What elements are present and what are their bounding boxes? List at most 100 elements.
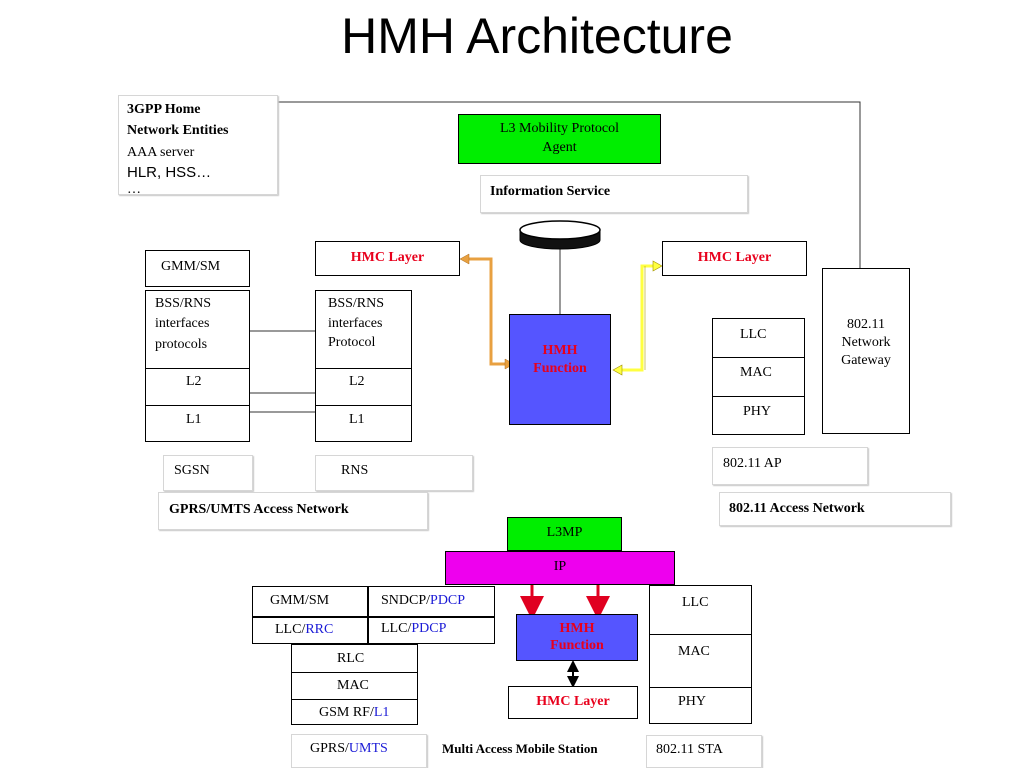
ms-phy-label: PHY bbox=[678, 694, 707, 709]
ms-llc-pdcp-prefix: LLC/ bbox=[381, 621, 412, 636]
gprs-bss-line1: BSS/RNS bbox=[155, 296, 212, 311]
ms-wlan-divider-2 bbox=[650, 687, 751, 688]
ms-gsm-rf-label: GSM RF/L1 bbox=[319, 705, 389, 721]
gateway-line3: Gateway bbox=[841, 353, 891, 368]
ms-sndcp-label: SNDCP/PDCP bbox=[381, 593, 465, 609]
home-network-box: 3GPP Home Network Entities AAA server HL… bbox=[118, 95, 278, 197]
hmh-function-line1: HMH bbox=[542, 343, 578, 358]
orange-arrowhead-left bbox=[459, 253, 470, 265]
ms-gprs-umts-label: GPRS/UMTS bbox=[310, 741, 388, 757]
ms-hmh-line2: Function bbox=[550, 638, 604, 653]
information-service-label: Information Service bbox=[490, 184, 611, 199]
rns-bss-line1: BSS/RNS bbox=[328, 296, 385, 311]
ms-wlan-mac-label: MAC bbox=[678, 644, 710, 659]
ms-llc-rrc-accent: RRC bbox=[305, 622, 334, 637]
ms-ip-label: IP bbox=[553, 559, 567, 574]
ms-llc-rrc-label: LLC/RRC bbox=[275, 622, 333, 638]
gprs-divider-2 bbox=[146, 405, 249, 406]
ms-llc-pdcp-accent: PDCP bbox=[411, 621, 447, 636]
gprs-access-network-label: GPRS/UMTS Access Network bbox=[169, 502, 349, 517]
rns-bss-line2: interfaces bbox=[328, 316, 383, 331]
gprs-l1-label: L1 bbox=[186, 412, 202, 427]
ms-gmm-label: GMM/SM bbox=[270, 593, 330, 608]
gprs-divider-1 bbox=[146, 368, 249, 369]
gateway-line2: Network bbox=[841, 335, 891, 350]
ms-sndcp-accent: PDCP bbox=[430, 593, 466, 608]
ms-sta-label: 802.11 STA bbox=[656, 742, 723, 757]
database-icon bbox=[519, 220, 601, 250]
ms-hmh-function-box: HMH Function bbox=[516, 614, 638, 661]
hmc-layer-left-box: HMC Layer bbox=[315, 241, 460, 276]
ms-gsm-rf-prefix: GSM RF/ bbox=[319, 705, 374, 720]
gprs-gmm-label: GMM/SM bbox=[161, 259, 221, 274]
rns-l1-label: L1 bbox=[349, 412, 365, 427]
ms-hmc-layer-label: HMC Layer bbox=[536, 694, 610, 709]
wlan-stack-box: LLC MAC PHY bbox=[712, 318, 805, 435]
ms-gsm-divider-2 bbox=[292, 699, 417, 700]
home-network-line4: HLR, HSS… bbox=[127, 164, 212, 181]
yellow-arrowhead-top bbox=[652, 260, 663, 272]
rns-stack-box: BSS/RNS interfaces Protocol L2 L1 bbox=[315, 290, 412, 442]
wlan-access-network-label: 802.11 Access Network bbox=[729, 501, 865, 516]
hmc-layer-right-label: HMC Layer bbox=[697, 250, 772, 265]
ms-rlc-label: RLC bbox=[337, 651, 365, 666]
ms-wlan-stack-box: LLC MAC PHY bbox=[649, 585, 752, 724]
ms-wlan-divider-1 bbox=[650, 634, 751, 635]
orange-double-arrow bbox=[466, 257, 511, 366]
wlan-divider-1 bbox=[713, 357, 804, 358]
gprs-stack-box: BSS/RNS interfaces protocols L2 L1 bbox=[145, 290, 250, 442]
page-title: HMH Architecture bbox=[341, 8, 733, 64]
ms-llc-rrc-box: LLC/RRC bbox=[252, 617, 368, 644]
ms-llc-pdcp-label: LLC/PDCP bbox=[381, 621, 446, 637]
hmh-function-box: HMH Function bbox=[509, 314, 611, 425]
gateway-line1: 802.11 bbox=[847, 317, 885, 332]
ap-label: 802.11 AP bbox=[723, 456, 782, 471]
home-to-gateway-line bbox=[278, 101, 861, 268]
ms-l3mp-box: L3MP bbox=[507, 517, 622, 551]
ap-box: 802.11 AP bbox=[712, 447, 868, 485]
wlan-divider-2 bbox=[713, 396, 804, 397]
rns-l2-label: L2 bbox=[349, 374, 365, 389]
ms-llc-pdcp-box: LLC/PDCP bbox=[368, 617, 495, 644]
ms-gsm-stack-box: RLC MAC GSM RF/L1 bbox=[291, 644, 418, 725]
gprs-bss-line3: protocols bbox=[155, 337, 208, 352]
mobile-station-caption: Multi Access Mobile Station bbox=[442, 741, 598, 756]
l3-agent-box: L3 Mobility Protocol Agent bbox=[458, 114, 661, 164]
information-service-box: Information Service bbox=[480, 175, 748, 213]
yellow-arrowhead-bottom bbox=[612, 364, 623, 376]
ms-llc-label: LLC bbox=[682, 595, 709, 610]
ms-hmc-layer-box: HMC Layer bbox=[508, 686, 638, 719]
ms-l3mp-label: L3MP bbox=[546, 525, 583, 540]
rns-divider-1 bbox=[316, 368, 411, 369]
ms-sndcp-box: SNDCP/PDCP bbox=[368, 586, 495, 617]
rns-label: RNS bbox=[341, 463, 369, 478]
ms-gprs-prefix: GPRS/ bbox=[310, 741, 349, 756]
ms-llc-rrc-prefix: LLC/ bbox=[275, 622, 306, 637]
sgsn-label: SGSN bbox=[174, 463, 210, 478]
gprs-bss-line2: interfaces bbox=[155, 316, 210, 331]
hmh-function-line2: Function bbox=[533, 361, 587, 376]
gprs-gmm-box: GMM/SM bbox=[145, 250, 250, 287]
ms-gsm-divider-1 bbox=[292, 672, 417, 673]
l3-agent-line2: Agent bbox=[542, 140, 577, 155]
ms-gmm-box: GMM/SM bbox=[252, 586, 368, 617]
ms-sta-box: 802.11 STA bbox=[646, 735, 762, 768]
hmc-layer-left-label: HMC Layer bbox=[350, 250, 425, 265]
home-network-line3: AAA server bbox=[127, 145, 195, 160]
wlan-mac-label: MAC bbox=[740, 365, 772, 380]
wlan-llc-label: LLC bbox=[740, 327, 767, 342]
hmc-layer-right-box: HMC Layer bbox=[662, 241, 807, 276]
ms-gprs-umts-box: GPRS/UMTS bbox=[291, 734, 427, 768]
sgsn-box: SGSN bbox=[163, 455, 253, 491]
wlan-access-network-box: 802.11 Access Network bbox=[719, 492, 951, 526]
ms-mac-label: MAC bbox=[337, 678, 369, 693]
gprs-access-network-box: GPRS/UMTS Access Network bbox=[158, 492, 428, 530]
ms-gsm-rf-accent: L1 bbox=[373, 705, 390, 720]
yellow-double-arrow bbox=[618, 264, 657, 372]
rns-divider-2 bbox=[316, 405, 411, 406]
ms-hmh-line1: HMH bbox=[559, 621, 595, 636]
ms-gprs-accent: UMTS bbox=[348, 741, 388, 756]
gprs-l2-label: L2 bbox=[186, 374, 202, 389]
home-network-line2: Network Entities bbox=[127, 123, 229, 138]
l3-agent-line1: L3 Mobility Protocol bbox=[500, 121, 619, 136]
